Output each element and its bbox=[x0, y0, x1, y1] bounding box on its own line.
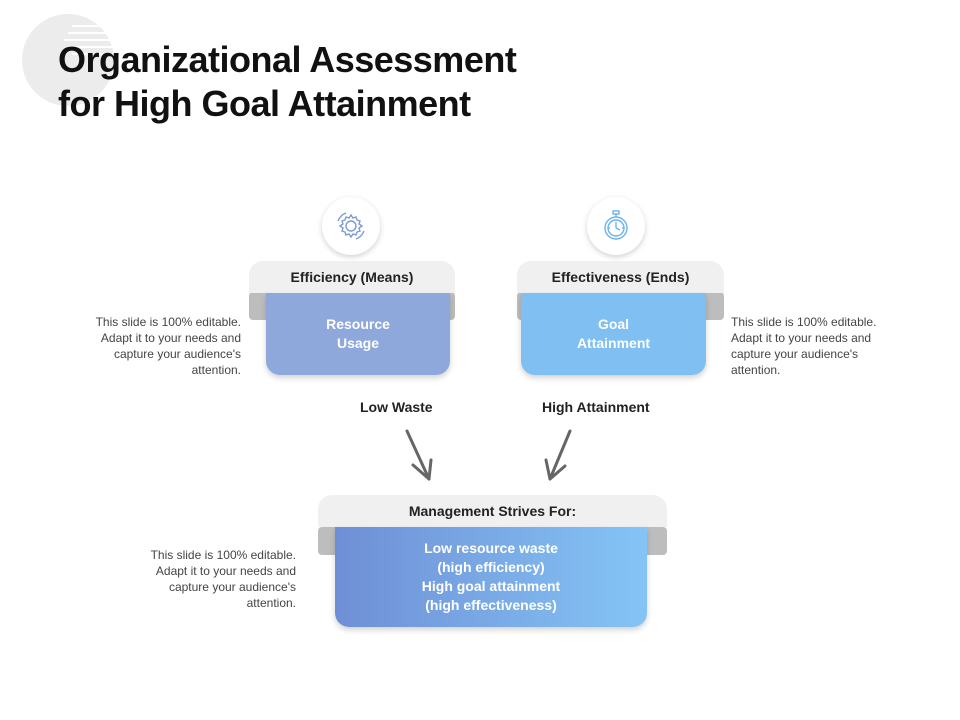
stopwatch-icon bbox=[604, 210, 628, 240]
slide-title: Organizational Assessment for High Goal … bbox=[58, 38, 517, 126]
decorative-lines bbox=[64, 25, 120, 55]
efficiency-body-line-2: Usage bbox=[336, 335, 380, 351]
arrow-low-waste bbox=[405, 429, 433, 481]
management-card: Management Strives For: Low resource was… bbox=[318, 495, 667, 629]
effectiveness-header: Effectiveness (Ends) bbox=[517, 261, 724, 293]
management-header: Management Strives For: bbox=[318, 495, 667, 527]
management-line-3: High goal attainment bbox=[421, 578, 561, 594]
low-waste-label: Low Waste bbox=[360, 399, 433, 415]
title-line-2: for High Goal Attainment bbox=[58, 83, 471, 124]
management-line-2: (high efficiency) bbox=[437, 559, 545, 575]
management-note: This slide is 100% editable. Adapt it to… bbox=[150, 548, 296, 610]
management-line-4: (high effectiveness) bbox=[425, 597, 557, 613]
title-line-1: Organizational Assessment bbox=[58, 39, 517, 80]
decorative-circle bbox=[22, 14, 114, 106]
effectiveness-body-line-1: Goal bbox=[597, 316, 630, 332]
efficiency-note: This slide is 100% editable. Adapt it to… bbox=[95, 315, 241, 377]
management-body: Low resource waste (high efficiency) Hig… bbox=[335, 527, 647, 627]
efficiency-icon-badge bbox=[322, 197, 380, 255]
high-attainment-label: High Attainment bbox=[542, 399, 650, 415]
effectiveness-icon-badge bbox=[587, 197, 645, 255]
effectiveness-body-line-2: Attainment bbox=[576, 335, 651, 351]
effectiveness-body: Goal Attainment bbox=[521, 293, 706, 375]
effectiveness-note: This slide is 100% editable. Adapt it to… bbox=[731, 315, 877, 377]
effectiveness-card: Effectiveness (Ends) Goal Attainment bbox=[517, 261, 724, 377]
efficiency-card: Efficiency (Means) Resource Usage bbox=[249, 261, 455, 377]
management-line-1: Low resource waste bbox=[424, 540, 558, 556]
gear-icon bbox=[337, 212, 365, 240]
efficiency-header: Efficiency (Means) bbox=[249, 261, 455, 293]
efficiency-body: Resource Usage bbox=[266, 293, 450, 375]
efficiency-body-line-1: Resource bbox=[326, 316, 390, 332]
arrow-high-attainment bbox=[544, 429, 572, 481]
